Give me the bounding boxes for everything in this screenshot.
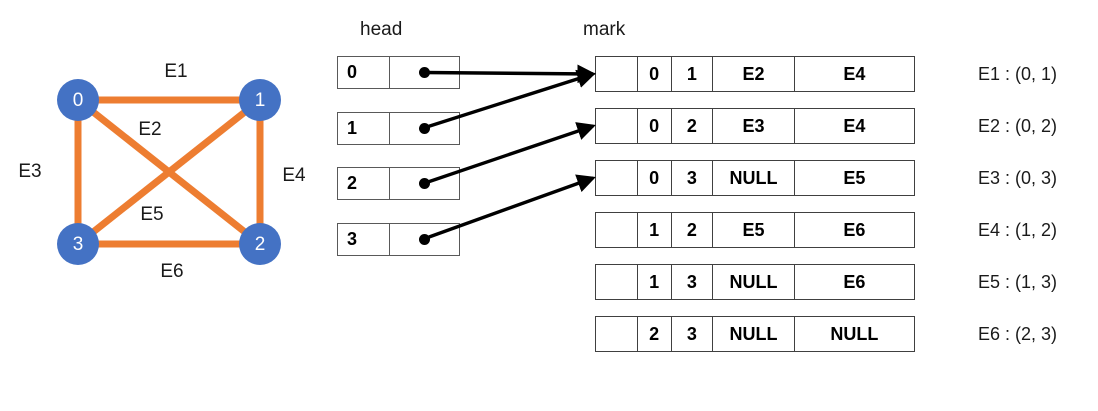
graph-edge-label-e5: E5 xyxy=(140,204,163,225)
head-entry-0[interactable]: 0 xyxy=(337,56,460,89)
mark-cell-next-v: E6 xyxy=(843,271,866,292)
mark-cell-v: 2 xyxy=(672,213,714,247)
mark-cell-next-u: E2 xyxy=(713,57,795,91)
edge-definition: E5 : (1, 3) xyxy=(978,272,1058,292)
graph-node-label-3: 3 xyxy=(73,234,84,255)
graph-node-1 xyxy=(239,79,281,121)
edge-definition: E6 : (2, 3) xyxy=(978,324,1058,344)
graph-edge-label-e1: E1 xyxy=(164,61,187,82)
head-caption: head xyxy=(360,19,403,40)
mark-cell-blank xyxy=(596,213,638,247)
graph-node-2 xyxy=(239,223,281,265)
head-entry-key: 1 xyxy=(338,112,390,144)
pointer-dot-icon xyxy=(419,67,430,78)
mark-caption: mark xyxy=(583,19,626,40)
pointer-dot-icon xyxy=(419,122,430,134)
graph-edge-label-e6: E6 xyxy=(160,261,183,282)
graph-edge-label-e2: E2 xyxy=(138,119,161,140)
mark-cell-u: 0 xyxy=(638,109,672,143)
mark-cell-u: 1 xyxy=(638,213,672,247)
mark-cell-blank xyxy=(596,109,638,143)
graph-edge-label-e3: E3 xyxy=(18,161,41,182)
edge-definition: E3 : (0, 3) xyxy=(978,168,1058,188)
mark-cell-u: 0 xyxy=(638,57,672,91)
mark-cell-next-v: NULL xyxy=(830,323,879,344)
mark-cell-blank xyxy=(596,265,638,299)
mark-cell-blank xyxy=(596,161,638,195)
mark-cell-next-v: E4 xyxy=(843,63,866,84)
edge-definition: E2 : (0, 2) xyxy=(978,116,1058,136)
head-entry-key: 0 xyxy=(338,57,390,88)
head-entry-1[interactable]: 1 xyxy=(337,111,460,145)
graph-node-label-2: 2 xyxy=(255,234,266,255)
head-entry-key: 2 xyxy=(338,168,390,199)
edge-definition: E4 : (1, 2) xyxy=(978,220,1058,240)
head-entry-pointer-cell xyxy=(390,57,459,88)
mark-cell-next-v: E6 xyxy=(843,219,866,240)
pointer-dot-icon xyxy=(419,178,430,189)
mark-cell-v: 3 xyxy=(672,265,714,299)
mark-cell-next-u: E3 xyxy=(713,109,795,143)
mark-cell-next-v: E5 xyxy=(843,167,866,188)
graph-node-label-0: 0 xyxy=(73,90,84,111)
head-entry-key: 3 xyxy=(338,223,390,255)
graph-node-group: 0 1 2 3 xyxy=(57,79,281,265)
graph-node-label-1: 1 xyxy=(255,90,266,111)
graph-edge-label-e4: E4 xyxy=(282,165,306,186)
mark-cell-next-v: E4 xyxy=(843,115,866,136)
mark-cell-blank xyxy=(596,57,638,91)
mark-cell-next-u: E5 xyxy=(713,213,795,247)
head-entry-3[interactable]: 3 xyxy=(337,222,460,256)
pointer-dot-icon xyxy=(419,233,430,245)
head-entry-2[interactable]: 2 xyxy=(337,167,460,200)
graph-edge-group xyxy=(74,96,264,248)
head-entry-pointer-cell xyxy=(390,168,459,199)
graph-node-3 xyxy=(57,223,99,265)
head-entry-pointer-cell xyxy=(390,113,459,144)
mark-cell-next-u: NULL xyxy=(713,161,795,195)
mark-cell-u: 2 xyxy=(638,317,672,351)
mark-cell-u: 1 xyxy=(638,265,672,299)
mark-cell-u: 0 xyxy=(638,161,672,195)
mark-cell-v: 1 xyxy=(672,57,714,91)
mark-cell-next-u: NULL xyxy=(713,265,795,299)
mark-cell-next-u: NULL xyxy=(713,317,795,351)
mark-cell-v: 3 xyxy=(672,161,714,195)
head-entry-pointer-cell xyxy=(390,224,459,255)
mark-cell-v: 3 xyxy=(672,317,714,351)
mark-cell-blank xyxy=(596,317,638,351)
edge-definition: E1 : (0, 1) xyxy=(978,64,1058,84)
mark-cell-v: 2 xyxy=(672,109,714,143)
graph-edge-e5 xyxy=(75,97,263,247)
graph-node-0 xyxy=(57,79,99,121)
